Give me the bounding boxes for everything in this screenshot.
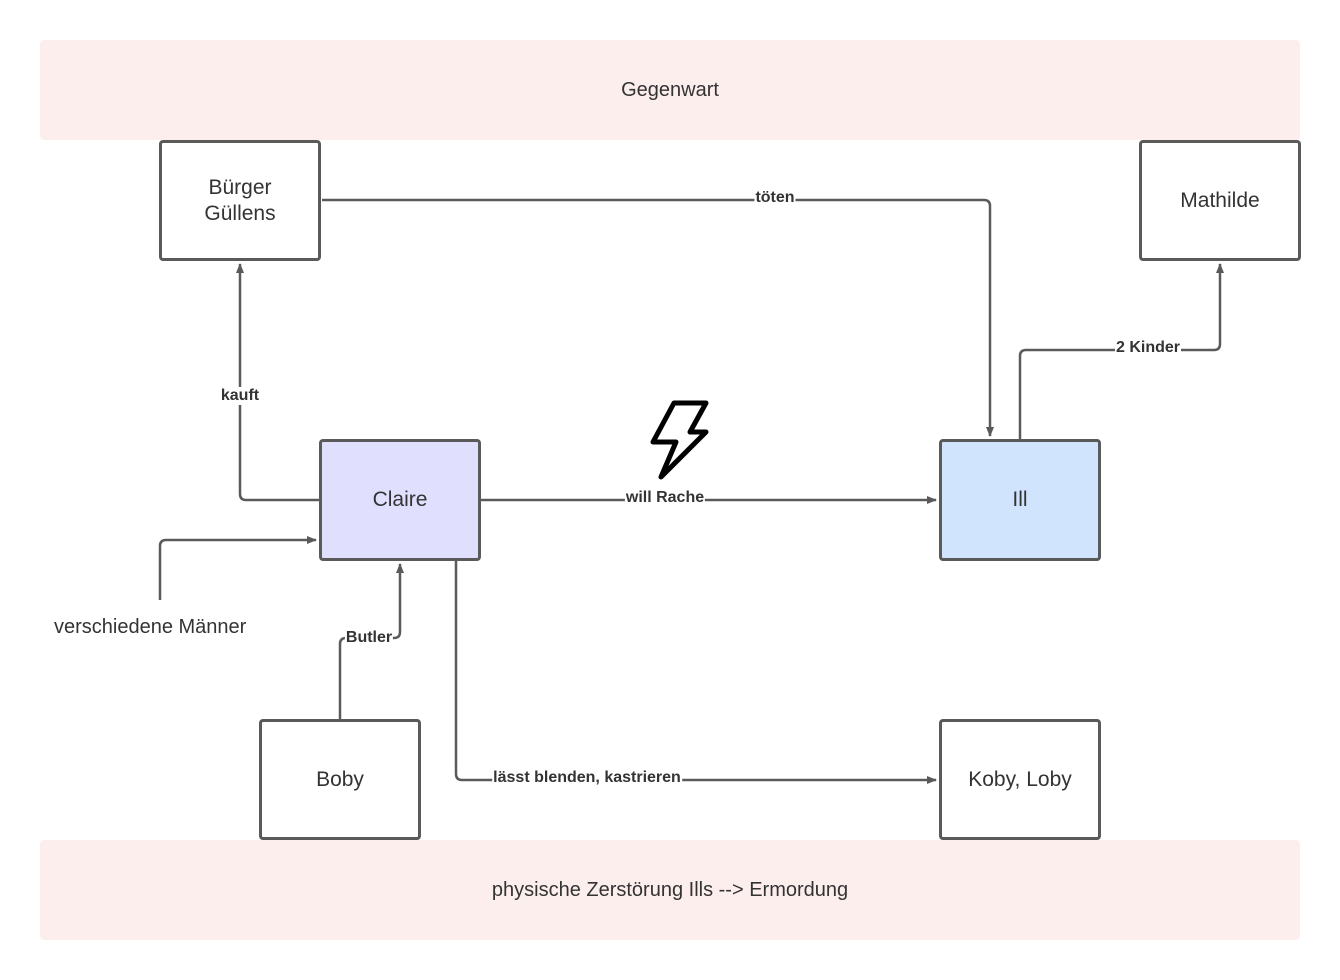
node-boby[interactable]: Boby	[259, 719, 421, 840]
node-buerger-label: Bürger Güllens	[204, 175, 276, 225]
node-boby-label: Boby	[316, 767, 364, 791]
node-koby-loby-label: Koby, Loby	[968, 767, 1072, 791]
edge-label-butler: Butler	[344, 629, 394, 647]
edge-label-laesst: lässt blenden, kastrieren	[492, 769, 682, 787]
edge-laesst	[454, 560, 937, 784]
node-buerger-guellens[interactable]: Bürger Güllens	[159, 140, 321, 261]
band-ermordung: physische Zerstörung Ills --> Ermordung	[40, 840, 1300, 940]
node-claire-label: Claire	[372, 488, 428, 511]
node-claire[interactable]: Claire	[319, 439, 481, 561]
edge-label-kauft: kauft	[219, 387, 261, 405]
edge-toeten	[322, 198, 994, 437]
edge-label-toeten: töten	[754, 189, 796, 207]
node-koby-loby[interactable]: Koby, Loby	[939, 719, 1101, 840]
text-verschiedene-maenner[interactable]: verschiedene Männer	[54, 616, 247, 638]
lightning-bolt-icon	[641, 396, 719, 482]
band-gegenwart: Gegenwart	[40, 40, 1300, 140]
band-gegenwart-label: Gegenwart	[621, 78, 719, 101]
band-ermordung-label: physische Zerstörung Ills --> Ermordung	[491, 878, 849, 901]
node-mathilde[interactable]: Mathilde	[1139, 140, 1301, 261]
edge-kauft	[236, 263, 320, 502]
node-ill[interactable]: Ill	[939, 439, 1101, 561]
edge-label-2-kinder: 2 Kinder	[1114, 339, 1182, 357]
edge-label-will-rache: will Rache	[624, 489, 706, 507]
node-ill-label: Ill	[1012, 488, 1028, 511]
edge-maenner	[158, 536, 317, 600]
node-mathilde-label: Mathilde	[1180, 188, 1260, 212]
